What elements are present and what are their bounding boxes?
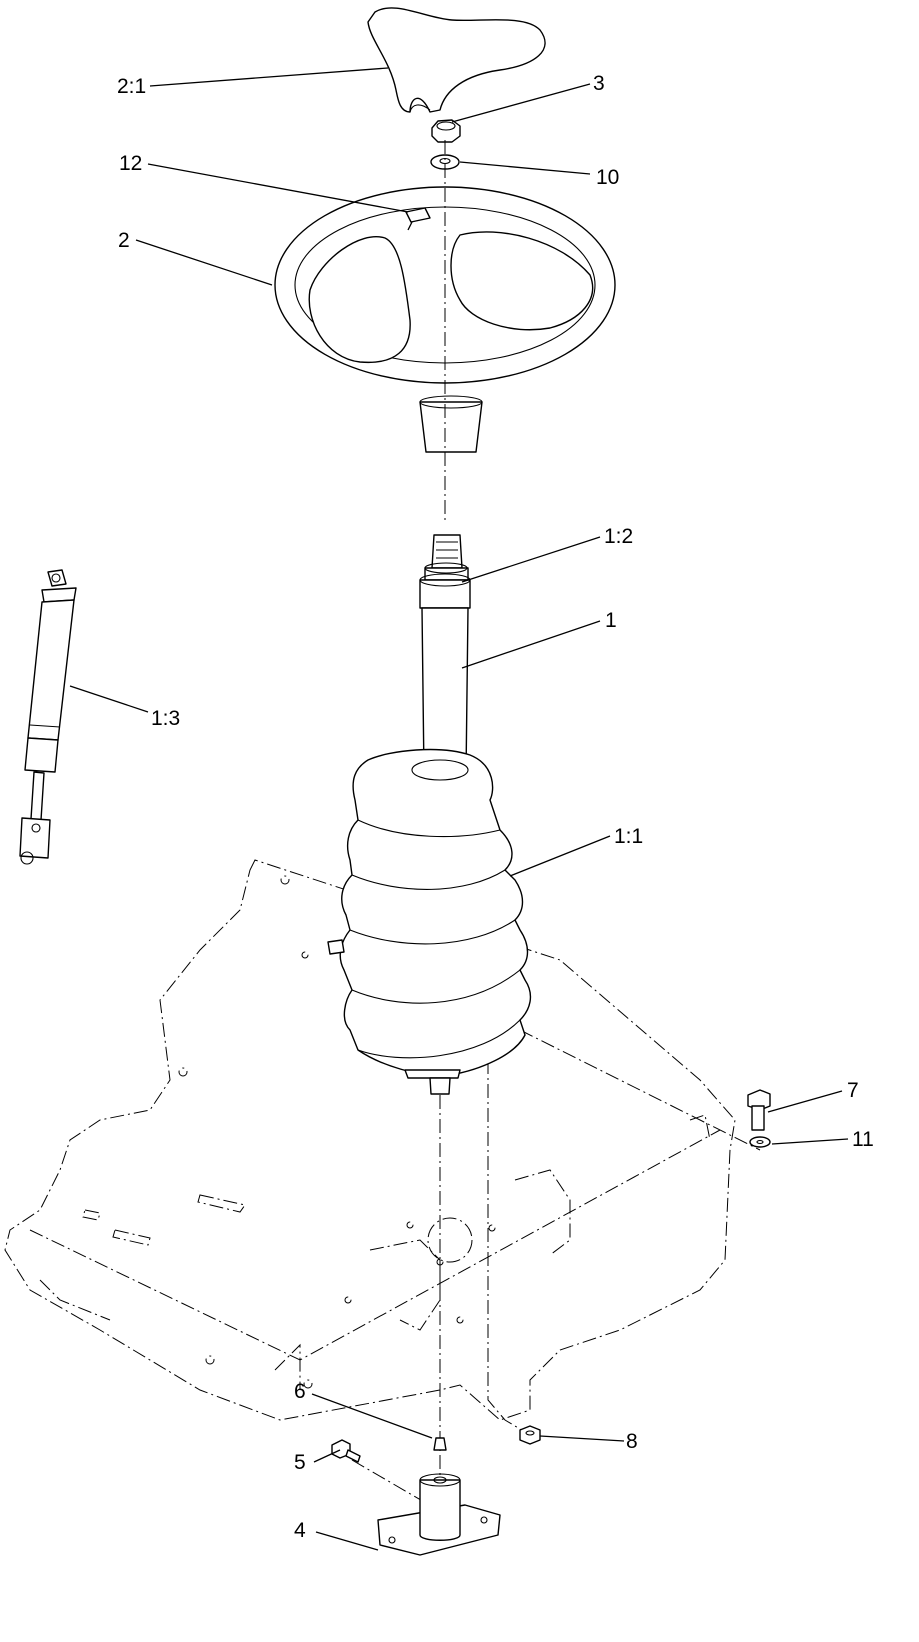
callout-5: 5 [294, 1451, 306, 1474]
pin-part [433, 1437, 447, 1451]
callout-6: 6 [294, 1380, 306, 1403]
flange-nut-part [519, 1425, 541, 1445]
steering-knob-part [367, 7, 546, 113]
callout-8: 8 [626, 1430, 638, 1453]
boot-centerline [519, 1029, 761, 1151]
callout-2-1: 2:1 [117, 75, 146, 98]
callout-10: 10 [596, 166, 619, 189]
bolt-part [747, 1089, 771, 1131]
shoulder-bolt-part [331, 1439, 361, 1463]
gas-spring-part [19, 569, 77, 865]
callout-1-1: 1:1 [614, 825, 643, 848]
callout-7: 7 [847, 1079, 859, 1102]
callout-3: 3 [593, 72, 605, 95]
callout-2: 2 [118, 229, 130, 252]
steering-column-part [419, 534, 471, 776]
callout-12: 12 [119, 152, 142, 175]
washer-part [430, 154, 460, 170]
washer-small-part [749, 1136, 771, 1148]
callout-11: 11 [852, 1128, 874, 1151]
rubber-boot-part [327, 748, 532, 1095]
frame-plate-phantom [4, 859, 736, 1421]
column-bracket-part [377, 1473, 501, 1556]
nut-part [431, 119, 461, 143]
bolt-centerline [487, 1060, 526, 1433]
leader-lines [69, 67, 849, 1551]
callout-1: 1 [605, 609, 617, 632]
callout-1-2: 1:2 [604, 525, 633, 548]
decal-part [405, 207, 431, 223]
callout-4: 4 [294, 1519, 306, 1542]
callout-1-3: 1:3 [151, 707, 180, 730]
callout-labels: 2:1 3 12 10 2 1:2 1 1:3 1:1 7 11 6 5 8 4 [117, 72, 874, 1542]
